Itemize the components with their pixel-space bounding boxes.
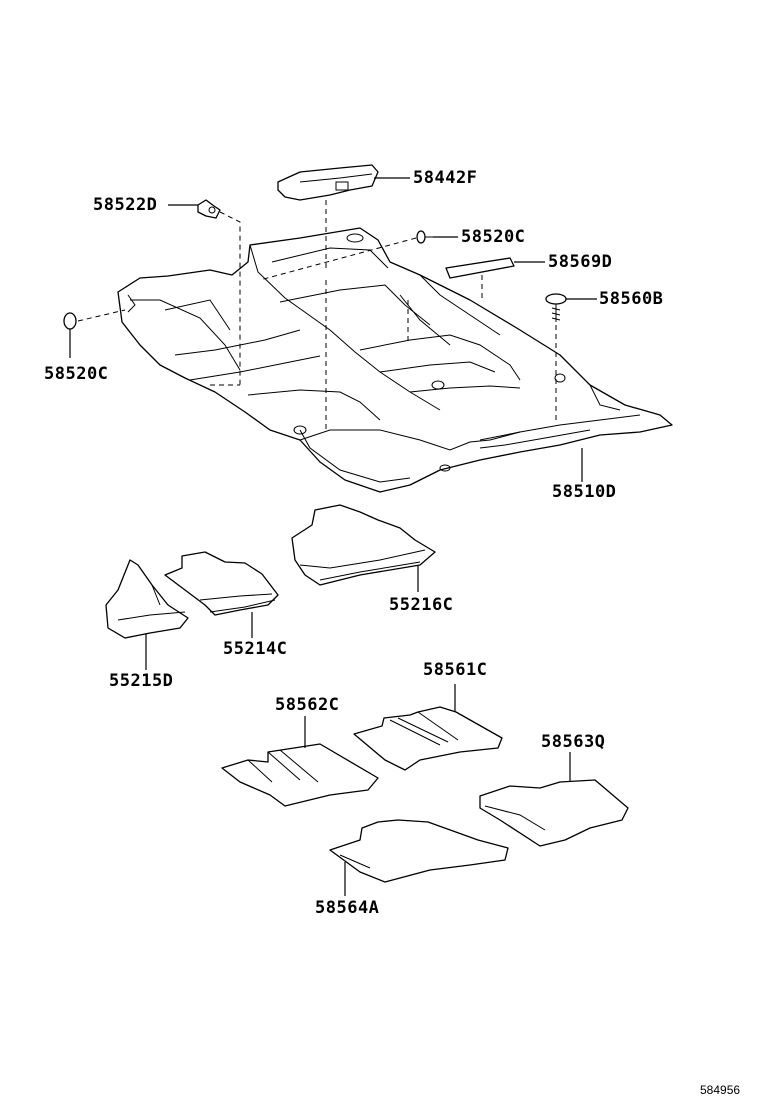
part-label-55215D: 55215D [109, 671, 174, 691]
mat-58564A [329, 819, 509, 883]
part-label-58563Q: 58563Q [541, 732, 606, 752]
mat-58563Q [479, 779, 629, 847]
console-pad-58442F [277, 164, 379, 201]
part-label-58442F: 58442F [413, 168, 478, 188]
part-label-58510D: 58510D [552, 482, 617, 502]
leader-lines [69, 177, 597, 896]
part-label-58522D: 58522D [93, 195, 158, 215]
clip-58522D [197, 199, 221, 219]
part-label-58569D: 58569D [548, 252, 613, 272]
part-label-58564A: 58564A [315, 898, 380, 918]
part-label-58561C: 58561C [423, 660, 488, 680]
part-label-58560B: 58560B [599, 289, 664, 309]
strip-58569D [445, 257, 515, 279]
clip-58560B [545, 293, 567, 322]
mat-55216C [291, 504, 436, 586]
mat-58562C [221, 743, 379, 807]
part-label-58520C-left: 58520C [44, 364, 109, 384]
mat-58561C [353, 706, 503, 771]
clip-58520C-left [63, 312, 77, 330]
part-label-55216C: 55216C [389, 595, 454, 615]
mat-55214C [164, 551, 279, 616]
part-label-58562C: 58562C [275, 695, 340, 715]
floor-carpet-58510D [117, 227, 673, 493]
diagram-code: 584956 [700, 1083, 741, 1097]
mat-55215D [105, 559, 189, 639]
assembly-dashes [77, 200, 557, 430]
clip-58520C-top [416, 230, 433, 244]
part-label-58520C-top: 58520C [461, 227, 526, 247]
part-label-55214C: 55214C [223, 639, 288, 659]
